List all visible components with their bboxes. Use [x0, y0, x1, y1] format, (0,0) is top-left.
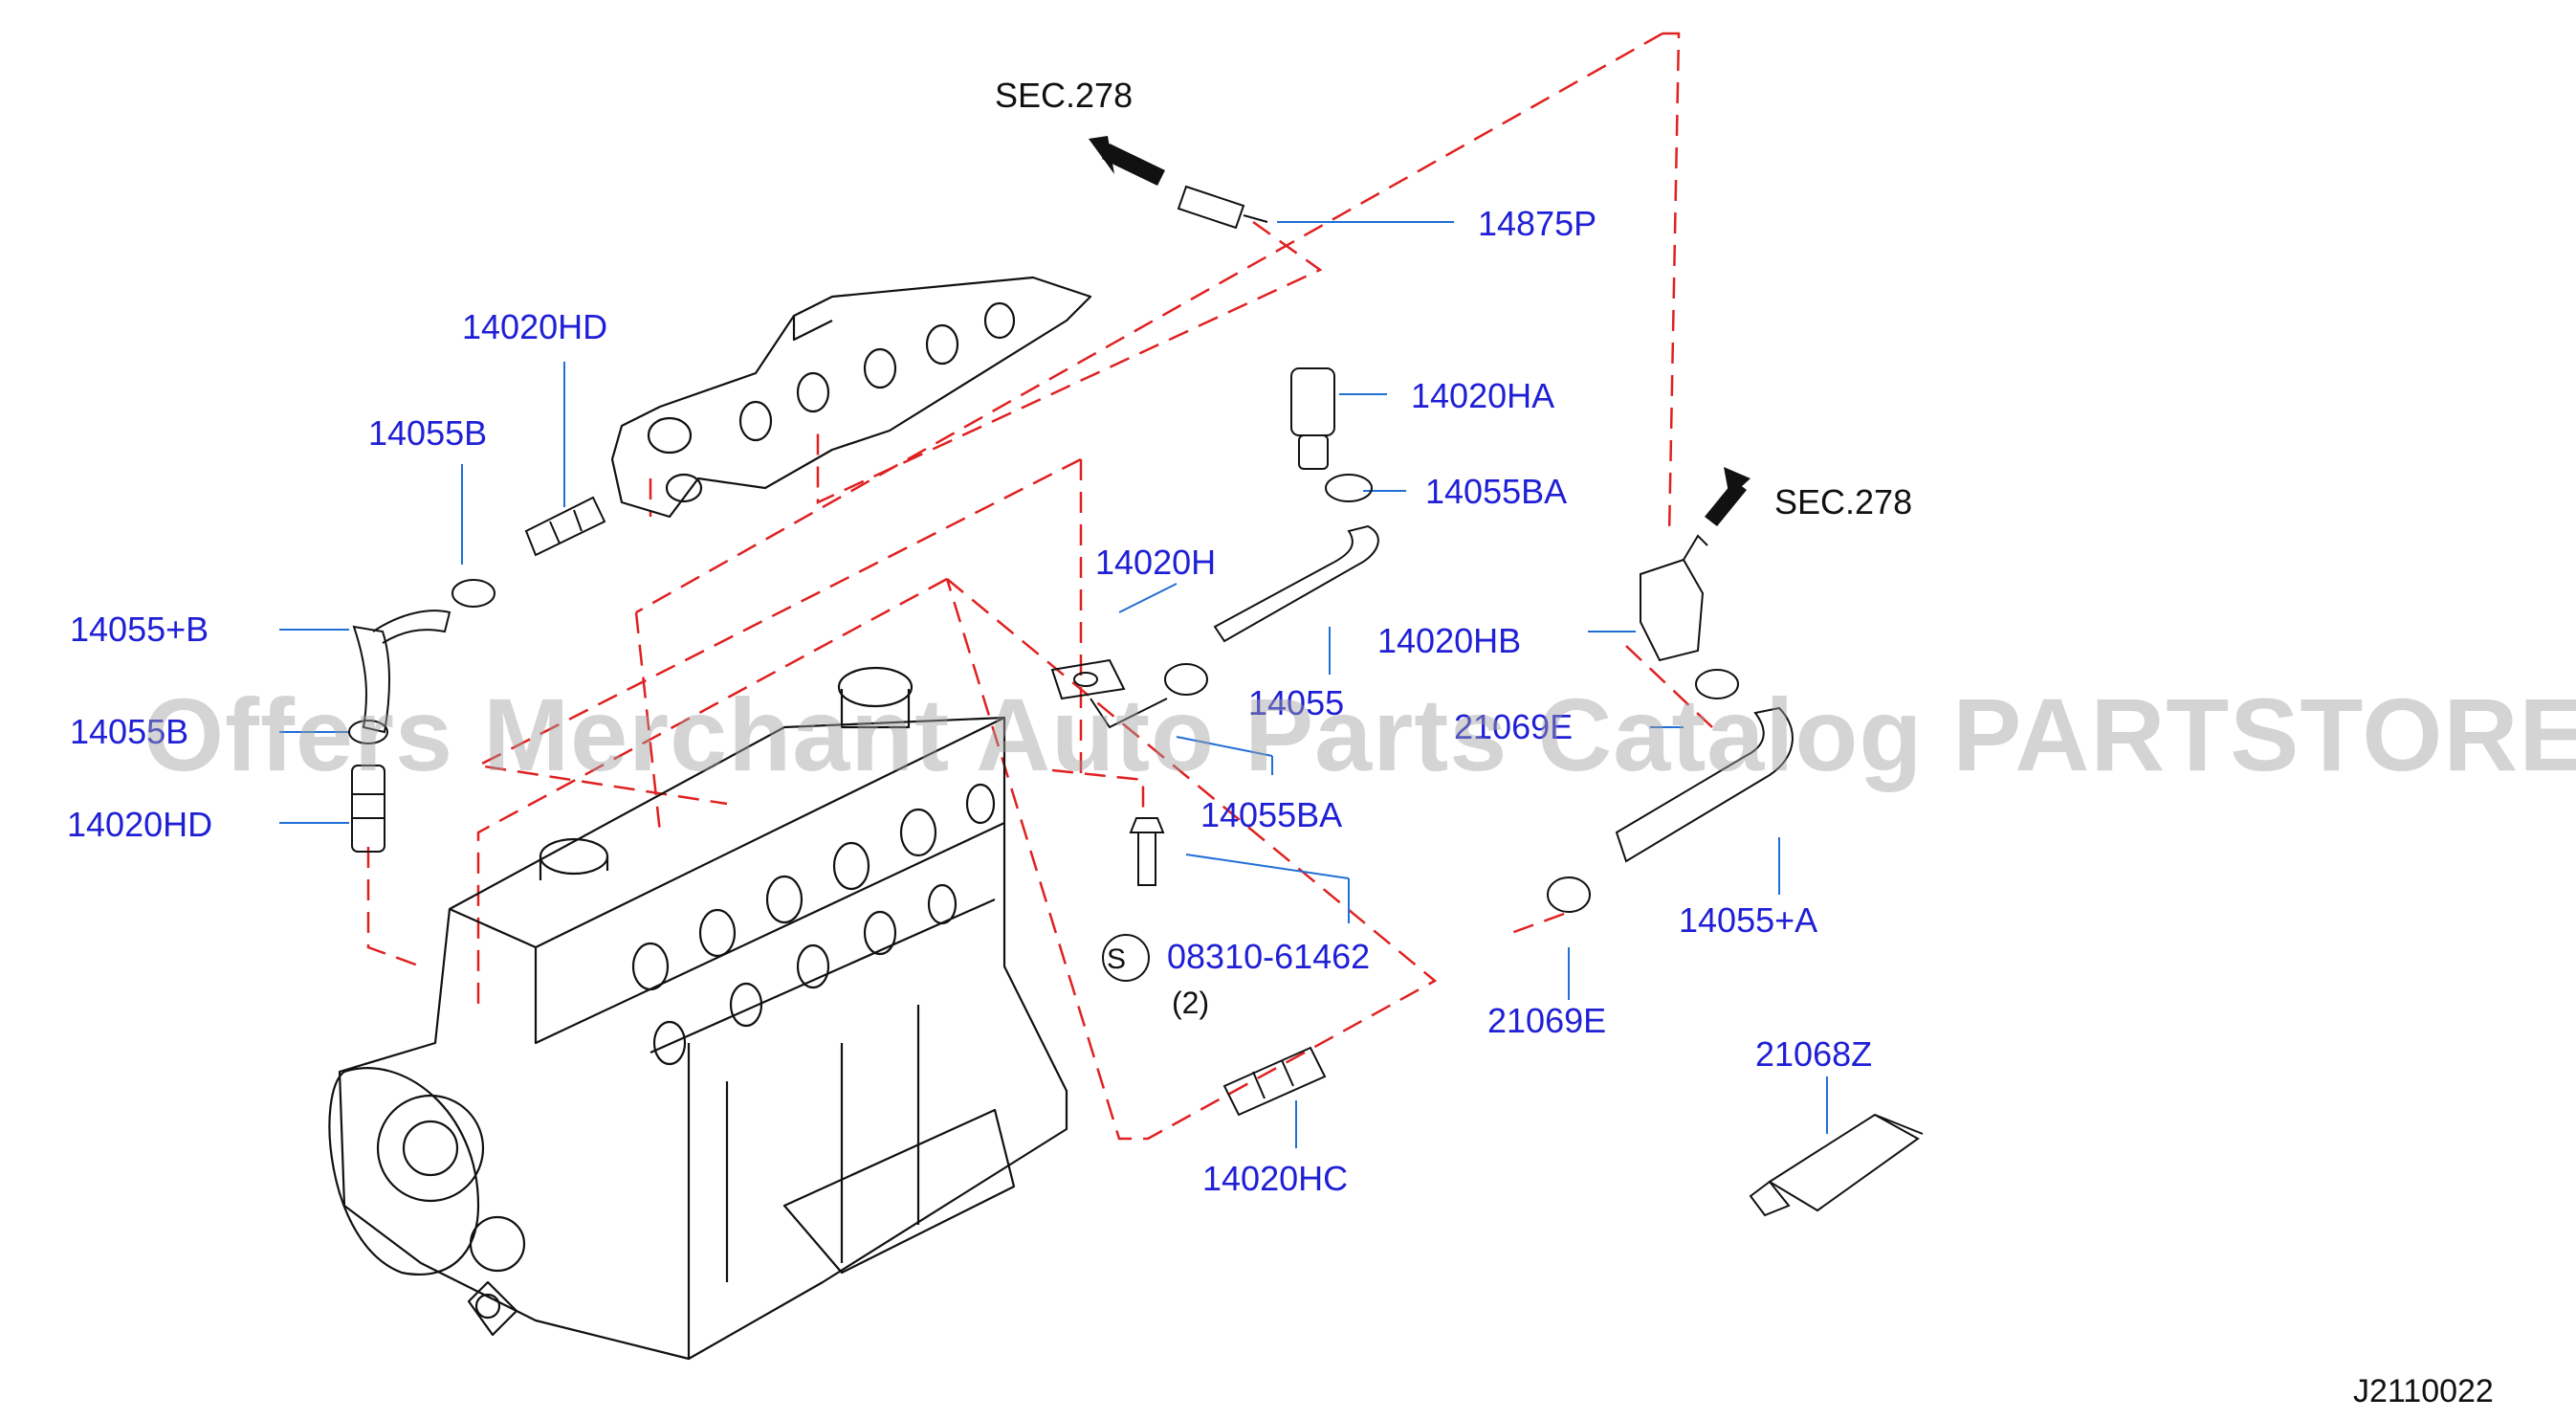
fittings: [348, 185, 1924, 1217]
part-label-14055BA-mid[interactable]: 14055BA: [1200, 795, 1343, 834]
standard-part-symbol: S: [1107, 943, 1127, 975]
part-label-14020H[interactable]: 14020H: [1095, 543, 1217, 582]
watermark-text: Offers Merchant Auto Parts Catalog PARTS…: [143, 677, 2576, 792]
sec-ref-right[interactable]: SEC.278: [1774, 482, 1913, 521]
part-label-14055BA-top[interactable]: 14055BA: [1425, 472, 1568, 511]
diagram-code: J2110022: [2353, 1373, 2494, 1409]
sec-arrow-left: [1089, 136, 1165, 186]
part-label-21069E[interactable]: 21069E: [1487, 1001, 1607, 1040]
part-label-14055-plus-B[interactable]: 14055+B: [70, 610, 209, 649]
standard-part-circle: [1102, 934, 1150, 982]
part-label-21068Z[interactable]: 21068Z: [1755, 1034, 1873, 1074]
leader-lines: [279, 221, 1828, 1148]
sec-ref-left[interactable]: SEC.278: [995, 76, 1134, 115]
part-label-14020HD-low[interactable]: 14020HD: [67, 805, 213, 844]
part-label-14055[interactable]: 14055: [1248, 683, 1345, 722]
part-label-14020HC[interactable]: 14020HC: [1202, 1159, 1349, 1198]
part-label-14875P[interactable]: 14875P: [1478, 204, 1597, 243]
part-label-14020HB[interactable]: 14020HB: [1377, 621, 1522, 660]
part-label-14055B-mid[interactable]: 14055B: [70, 712, 189, 751]
engine-block: [328, 666, 1068, 1361]
cylinder-head-ports: [631, 783, 996, 1066]
part-label-14055B-top[interactable]: 14055B: [368, 413, 488, 453]
part-label-14020HD-top[interactable]: 14020HD: [462, 307, 608, 346]
part-label-14020HA[interactable]: 14020HA: [1411, 376, 1555, 415]
part-label-08310-61462[interactable]: 08310-61462: [1167, 937, 1371, 976]
part-label-21069E-top[interactable]: 21069E: [1454, 707, 1574, 746]
exhaust-manifold: [610, 276, 1092, 519]
quantity-label: (2): [1172, 986, 1210, 1020]
part-label-14055-plus-A[interactable]: 14055+A: [1679, 900, 1818, 940]
assembly-dashed-lines: [366, 32, 1713, 1141]
sec-arrow-right: [1705, 467, 1750, 526]
